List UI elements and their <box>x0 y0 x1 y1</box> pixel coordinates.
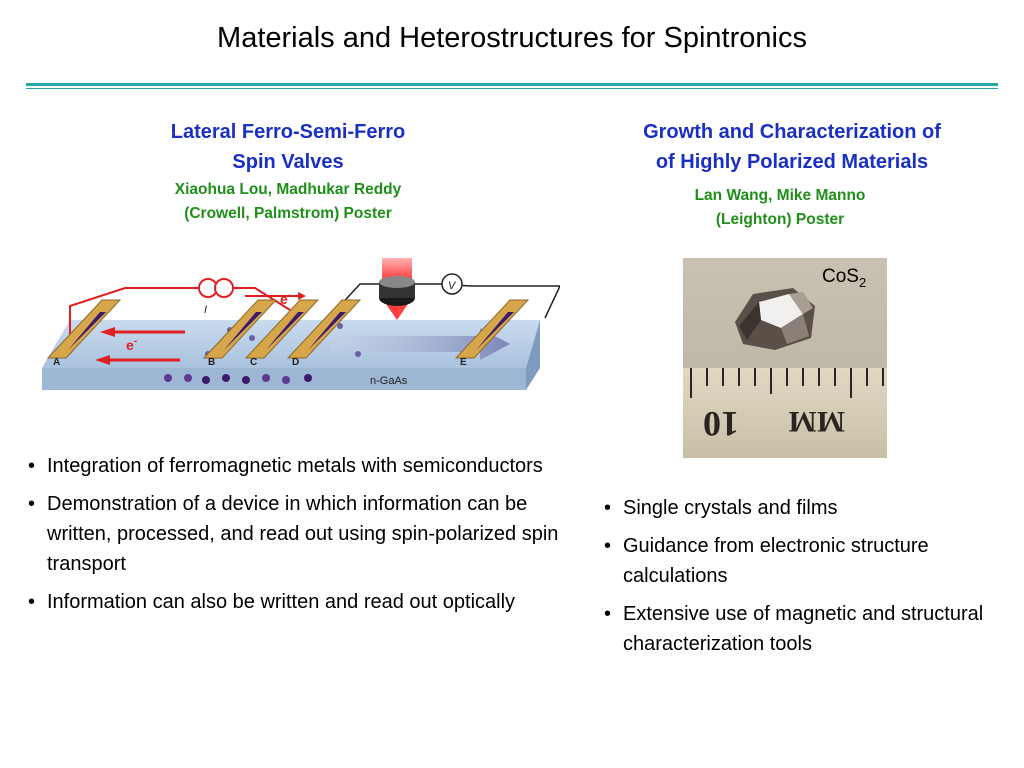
cos2-crystal-photo: 10 MM <box>683 258 887 458</box>
voltmeter-label: V <box>448 280 457 292</box>
list-item: •Integration of ferromagnetic metals wit… <box>28 451 568 481</box>
bullet-icon: • <box>604 497 612 519</box>
contact-b: B <box>202 299 278 368</box>
bullet-icon: • <box>604 603 612 625</box>
ac-source-circle-2 <box>214 278 234 298</box>
left-bullet-list: •Integration of ferromagnetic metals wit… <box>28 451 568 625</box>
svg-text:E: E <box>460 357 467 368</box>
laser-beam-top <box>382 258 412 280</box>
right-heading-line2: of Highly Polarized Materials <box>655 151 929 173</box>
current-label: I <box>204 304 207 316</box>
left-heading-line1: Lateral Ferro-Semi-Ferro <box>170 121 406 143</box>
ruler-number: 10 <box>703 404 739 444</box>
right-heading-line1: Growth and Characterization of <box>643 121 941 143</box>
bullet-icon: • <box>604 535 612 557</box>
left-heading: Lateral Ferro-Semi-Ferro Spin Valves <box>88 117 488 177</box>
bullet-icon: • <box>28 591 36 613</box>
svg-text:C: C <box>250 357 257 368</box>
contact-c: C <box>244 299 320 368</box>
cos2-label: CoS2 <box>822 266 867 290</box>
bullet-icon: • <box>28 493 36 515</box>
list-item: •Guidance from electronic structure calc… <box>604 531 1020 591</box>
bullet-icon: • <box>28 455 36 477</box>
left-heading-line2: Spin Valves <box>232 151 344 173</box>
spin-valve-diagram: n-GaAs I V e- e- A B <box>42 258 560 390</box>
svg-text:A: A <box>53 357 60 368</box>
current-top-arrowhead <box>298 292 306 300</box>
objective-lens-top <box>379 276 415 288</box>
left-authors-line2: (Crowell, Palmstrom) Poster <box>184 205 392 222</box>
list-item: •Demonstration of a device in which info… <box>28 489 568 579</box>
right-authors: Lan Wang, Mike Manno (Leighton) Poster <box>572 184 988 232</box>
list-item: •Single crystals and films <box>604 493 1020 523</box>
svg-text:D: D <box>292 357 299 368</box>
svg-text:B: B <box>208 357 215 368</box>
contact-a: A <box>46 299 122 368</box>
laser-beam-cone <box>386 304 408 320</box>
current-arrowhead-left <box>100 327 115 337</box>
left-authors: Xiaohua Lou, Madhukar Reddy (Crowell, Pa… <box>88 178 488 226</box>
title-rule <box>26 83 998 86</box>
right-bullet-list: •Single crystals and films •Guidance fro… <box>604 493 1020 667</box>
current-arrowhead-right <box>95 355 110 365</box>
crystal-icon <box>735 288 815 350</box>
electron-label-left: e- <box>126 336 137 353</box>
electron-label-top: e- <box>280 290 291 307</box>
ruler-unit: MM <box>788 405 845 438</box>
right-authors-line2: (Leighton) Poster <box>715 211 845 228</box>
right-authors-line1: Lan Wang, Mike Manno <box>694 187 866 204</box>
left-authors-line1: Xiaohua Lou, Madhukar Reddy <box>174 181 402 198</box>
contact-e: E <box>454 299 530 368</box>
list-item: •Information can also be written and rea… <box>28 587 568 617</box>
substrate-side <box>526 320 540 390</box>
voltmeter-icon <box>441 273 463 295</box>
list-item: •Extensive use of magnetic and structura… <box>604 599 1020 659</box>
page-title: Materials and Heterostructures for Spint… <box>217 22 807 54</box>
right-heading: Growth and Characterization of of Highly… <box>572 117 1012 177</box>
title-rule-thin <box>26 88 998 89</box>
ruler-body <box>683 368 887 458</box>
ruler-ticks <box>690 368 884 398</box>
contact-d: D <box>286 299 362 368</box>
substrate-label: n-GaAs <box>370 375 408 387</box>
